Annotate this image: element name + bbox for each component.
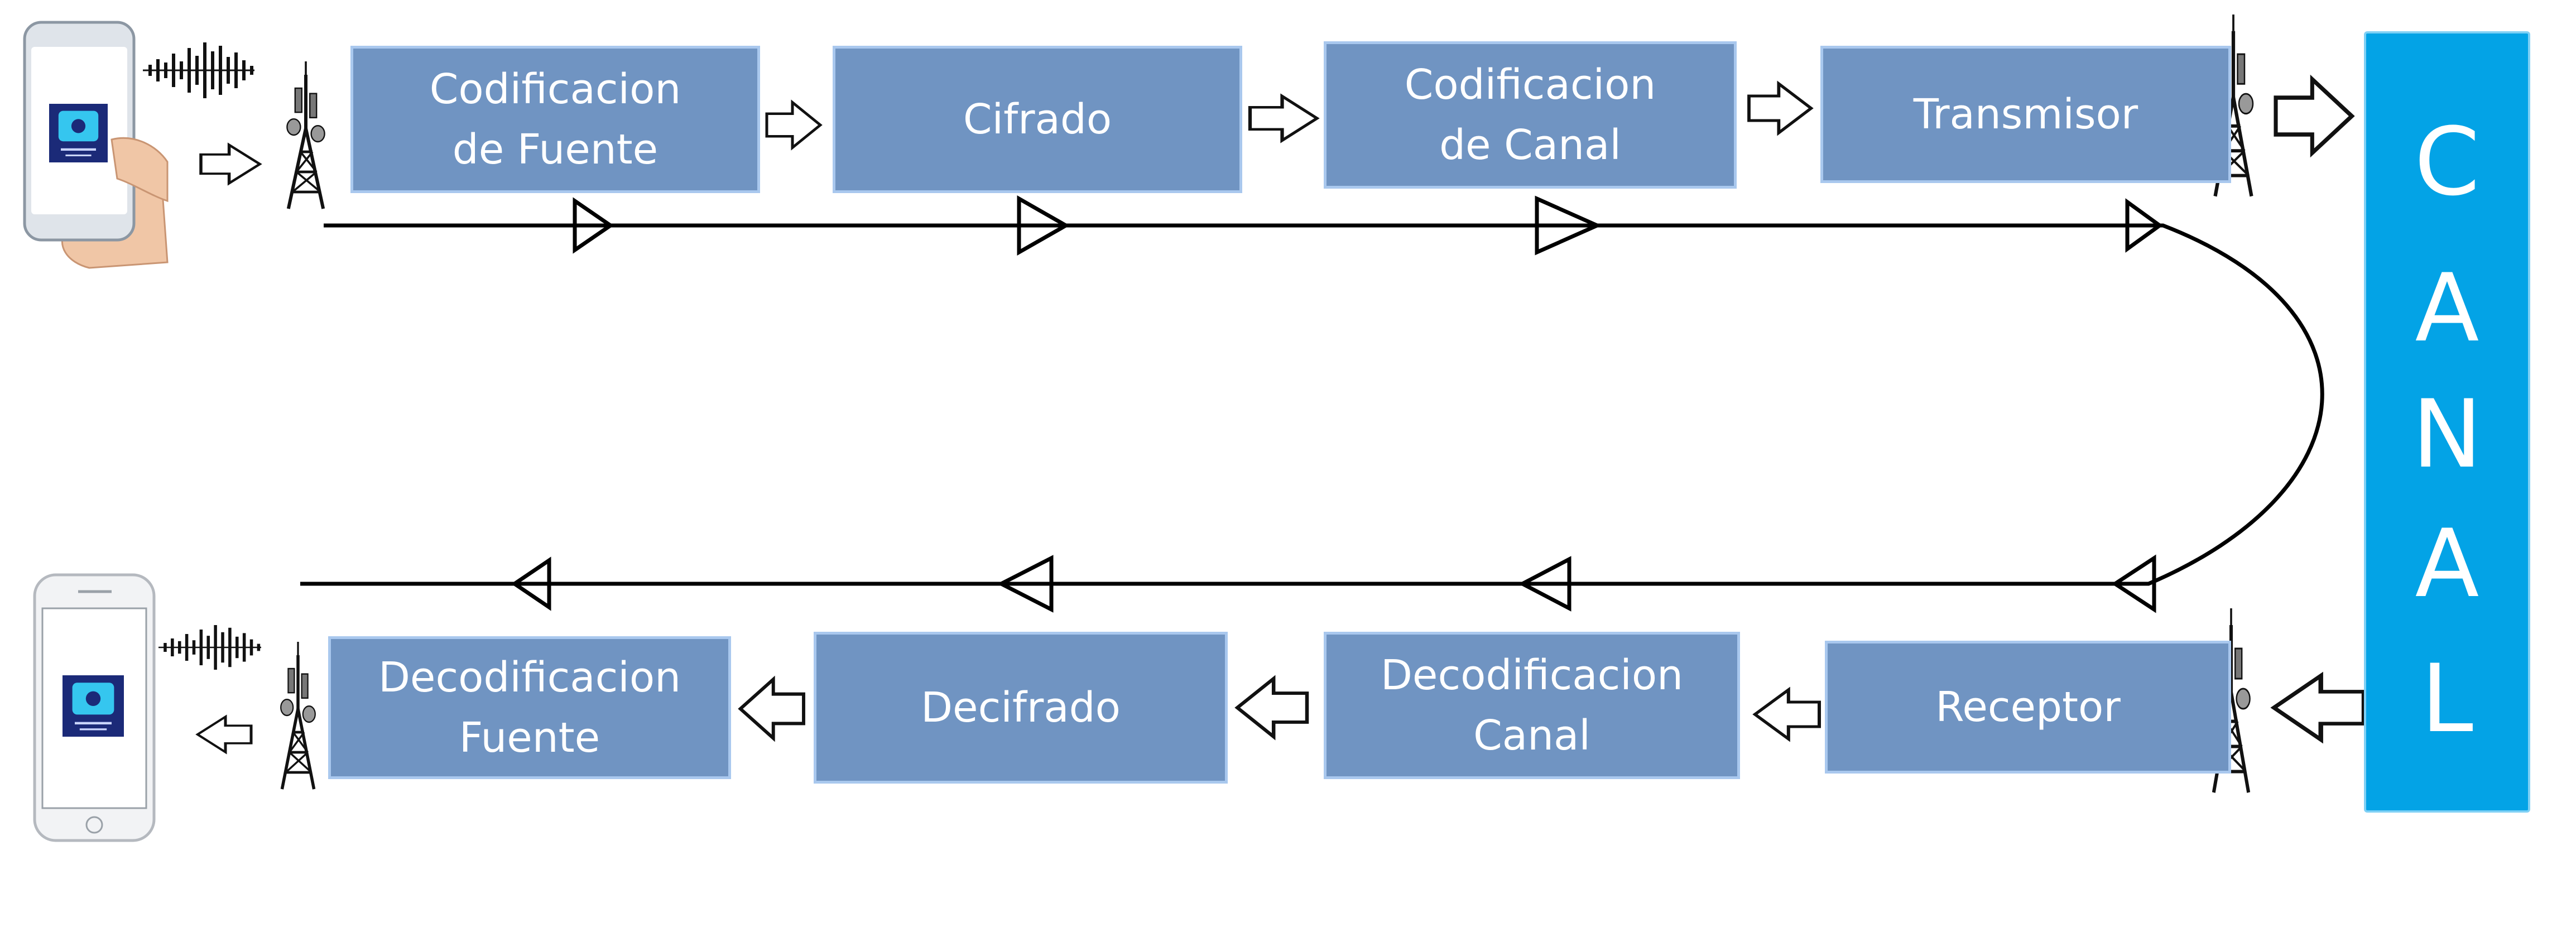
signal-path-line — [300, 223, 2324, 586]
block-codificacion-fuente: Codificacion de Fuente — [350, 46, 760, 193]
block-transmisor: Transmisor — [1820, 46, 2231, 183]
block-cifrado: Cifrado — [833, 46, 1242, 193]
direction-arrow — [2125, 198, 2163, 253]
hollow-arrow-left — [741, 679, 804, 738]
receiver-phone-icon — [33, 573, 156, 842]
direction-arrow — [1518, 556, 1571, 612]
hollow-arrow-right — [2276, 79, 2352, 153]
antenna-tower-icon — [287, 61, 324, 209]
hollow-arrow-right — [201, 145, 260, 184]
hollow-arrow-left — [2274, 676, 2364, 739]
block-codificacion-canal: Codificacion de Canal — [1324, 41, 1737, 189]
channel-letter: C — [2414, 107, 2480, 217]
channel-letter: N — [2412, 380, 2482, 489]
block-decifrado: Decifrado — [814, 632, 1228, 784]
block-receptor: Receptor — [1825, 641, 2231, 774]
sound-wave-icon — [157, 624, 262, 671]
channel-letter: A — [2415, 509, 2479, 618]
antenna-tower-icon — [281, 642, 315, 789]
direction-arrow — [573, 197, 614, 254]
direction-arrow — [1017, 195, 1070, 256]
direction-arrow — [511, 556, 551, 611]
channel-letter: A — [2415, 253, 2479, 363]
hollow-arrow-left — [198, 717, 251, 752]
sender-phone-icon — [23, 21, 169, 269]
sound-wave-icon — [142, 41, 256, 99]
direction-arrow — [1535, 195, 1602, 256]
hollow-arrow-left — [1755, 690, 1819, 739]
hollow-arrow-right — [1250, 96, 1317, 140]
hollow-arrow-right — [767, 103, 820, 148]
channel-letter: L — [2421, 644, 2473, 753]
channel-block: C A N A L — [2364, 31, 2530, 813]
hollow-arrow-right — [1749, 84, 1811, 133]
direction-arrow — [997, 555, 1054, 613]
direction-arrow — [2111, 554, 2156, 613]
block-decodificacion-canal: Decodificacion Canal — [1324, 632, 1740, 779]
block-decodificacion-fuente: Decodificacion Fuente — [328, 636, 731, 779]
hollow-arrow-left — [1237, 679, 1307, 737]
